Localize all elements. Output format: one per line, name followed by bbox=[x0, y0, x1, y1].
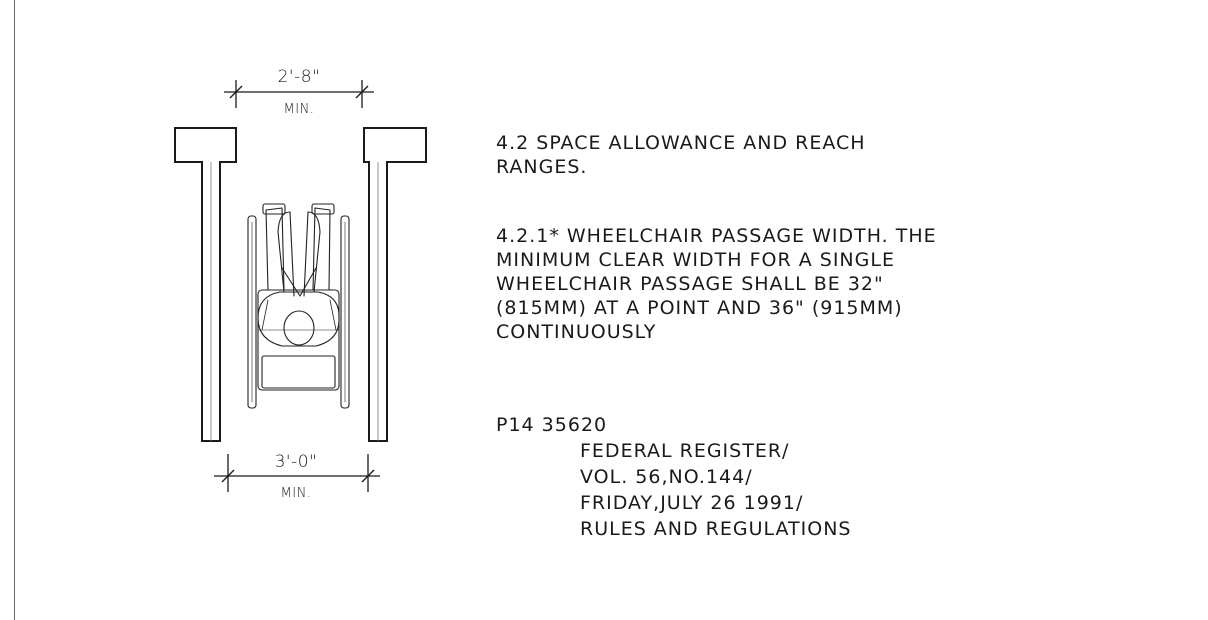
reference-page: P14 35620 bbox=[496, 414, 608, 436]
top-dimension-value: 2'-8" bbox=[278, 67, 321, 87]
reference-line-3: FRIDAY,JULY 26 1991/ bbox=[580, 492, 804, 514]
left-wall bbox=[174, 127, 237, 442]
bottom-dimension-qualifier: MIN. bbox=[281, 486, 312, 501]
bottom-dimension bbox=[214, 454, 380, 492]
top-tick-left bbox=[229, 85, 243, 99]
bottom-tick-right bbox=[361, 469, 375, 483]
section-heading-line-2: RANGES. bbox=[496, 156, 588, 178]
top-tick-right bbox=[355, 85, 369, 99]
top-dimension-qualifier: MIN. bbox=[284, 102, 315, 117]
left-wheel bbox=[247, 215, 257, 409]
sheet-border-line bbox=[14, 0, 15, 620]
right-wall bbox=[363, 127, 427, 442]
wheelchair-figure bbox=[247, 203, 350, 409]
right-wheel bbox=[340, 215, 350, 409]
reference-line-4: RULES AND REGULATIONS bbox=[580, 518, 852, 540]
section-heading-line-1: 4.2 SPACE ALLOWANCE AND REACH bbox=[496, 132, 866, 154]
paragraph-line-4: (815MM) AT A POINT AND 36" (915MM) bbox=[496, 297, 903, 319]
reference-line-1: FEDERAL REGISTER/ bbox=[580, 440, 790, 462]
reference-line-2: VOL. 56,NO.144/ bbox=[580, 466, 753, 488]
bottom-dimension-value: 3'-0" bbox=[275, 452, 318, 472]
bottom-tick-left bbox=[221, 469, 235, 483]
top-dimension bbox=[224, 80, 374, 108]
paragraph-line-5: CONTINUOUSLY bbox=[496, 321, 657, 343]
paragraph-line-1: 4.2.1* WHEELCHAIR PASSAGE WIDTH. THE bbox=[496, 225, 937, 247]
occupant-head bbox=[283, 310, 315, 346]
paragraph-line-2: MINIMUM CLEAR WIDTH FOR A SINGLE bbox=[496, 249, 895, 271]
paragraph-line-3: WHEELCHAIR PASSAGE SHALL BE 32" bbox=[496, 273, 884, 295]
wheelchair-passage-diagram: 2'-8" MIN. bbox=[174, 67, 427, 501]
